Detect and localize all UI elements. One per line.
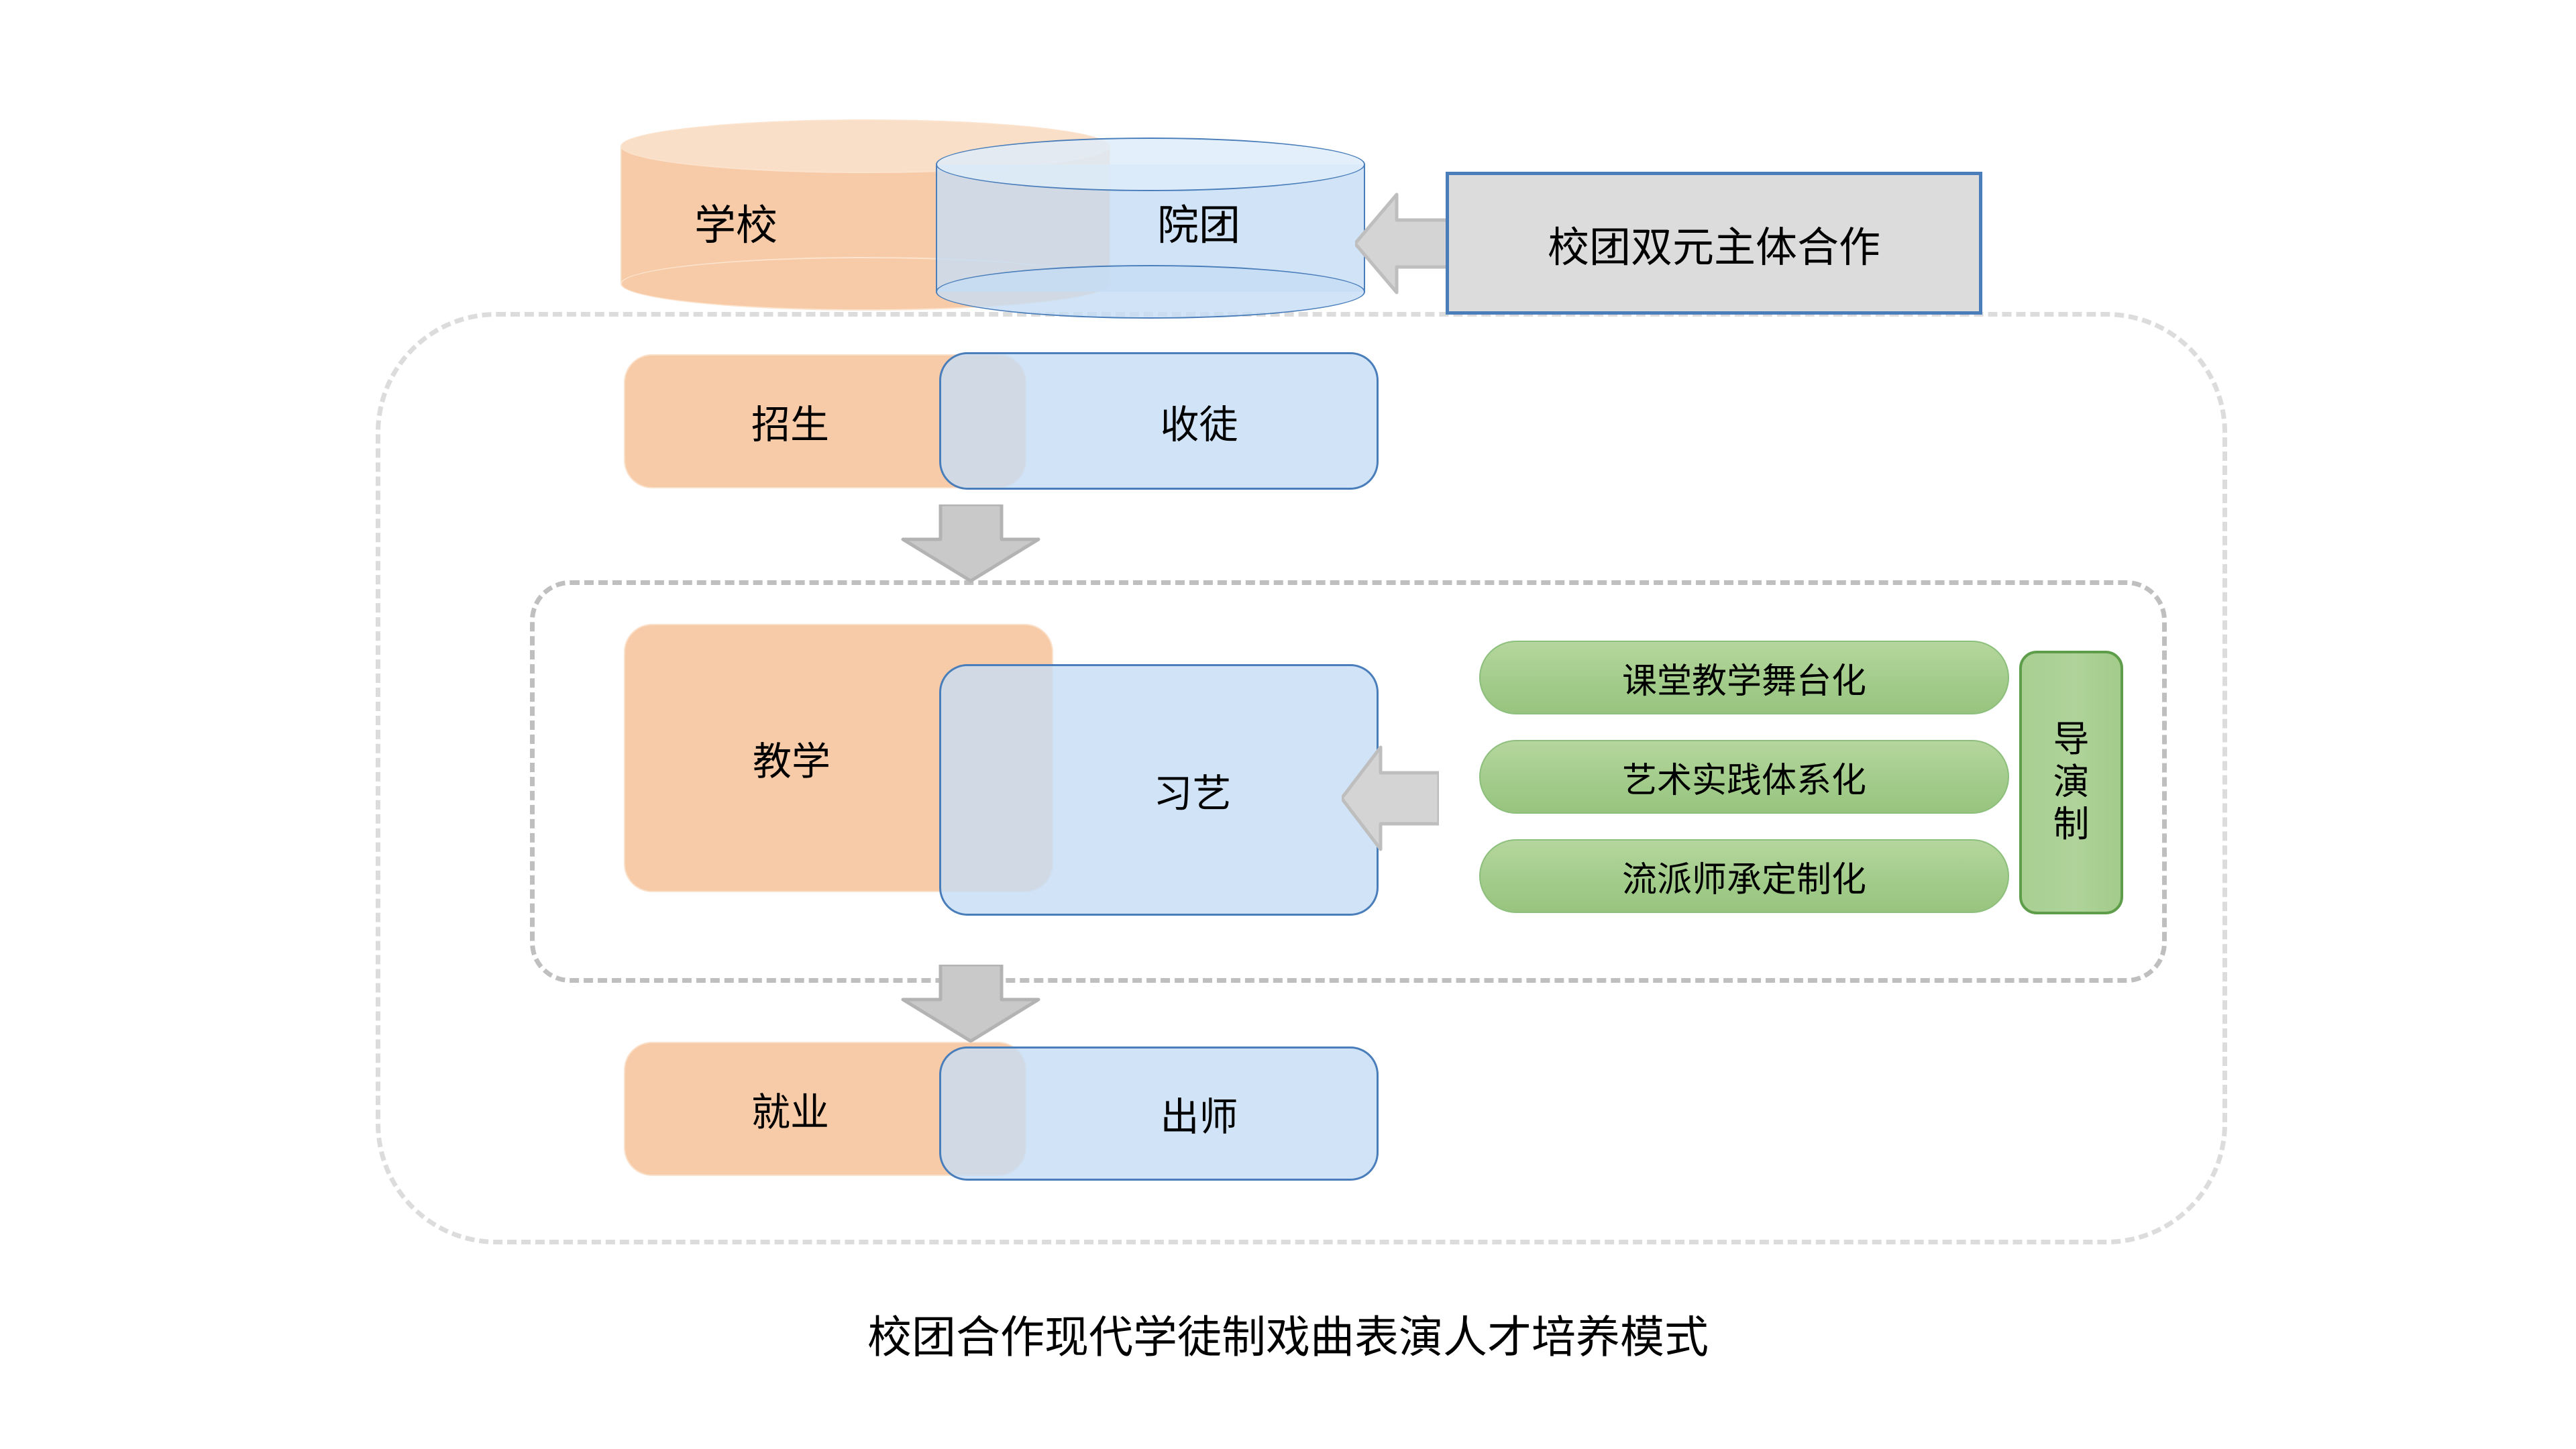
director-system-char-2: 演	[2053, 761, 2090, 802]
stage-teach-troupe-box[interactable]: 习艺	[939, 664, 1379, 916]
feature-pill-3-label: 流派师承定制化	[1621, 860, 1866, 900]
stage-recruit-troupe-box[interactable]: 收徒	[939, 352, 1379, 490]
director-system-char-3: 制	[2053, 804, 2090, 845]
outer-dashed-container	[376, 312, 2227, 1244]
feature-pill-1-label: 课堂教学舞台化	[1621, 661, 1866, 701]
callout-label: 校团双元主体合作	[1547, 224, 1880, 271]
feature-pill-2[interactable]: 艺术实践体系化	[1479, 740, 2009, 814]
feature-arrow-left-icon	[1340, 731, 1441, 865]
director-system-char-1: 导	[2053, 718, 2090, 759]
feature-pill-2-label: 艺术实践体系化	[1621, 761, 1866, 800]
troupe-cylinder-foot	[936, 265, 1365, 319]
stage-teach-school-label: 教学	[752, 740, 830, 784]
troupe-cylinder-cap	[936, 138, 1365, 191]
director-system-bar[interactable]: 导 演 制	[2019, 651, 2123, 914]
diagram-caption: 校团合作现代学徒制戏曲表演人才培养模式	[867, 1312, 1709, 1362]
flow-arrow-down-icon-2	[899, 963, 1043, 1044]
feature-pill-3[interactable]: 流派师承定制化	[1479, 839, 2009, 913]
school-cylinder-label: 学校	[694, 203, 778, 249]
inner-dashed-container	[530, 580, 2167, 983]
troupe-cylinder-label: 院团	[1157, 203, 1241, 249]
stage-employ-troupe-box[interactable]: 出师	[939, 1046, 1379, 1181]
troupe-cylinder[interactable]	[936, 138, 1365, 319]
stage-recruit-troupe-label: 收徒	[1160, 402, 1238, 447]
callout-box[interactable]: 校团双元主体合作	[1446, 172, 1982, 315]
flow-arrow-down-icon-1	[899, 502, 1043, 584]
stage-teach-troupe-label: 习艺	[1153, 771, 1232, 816]
stage-recruit-school-label: 招生	[751, 403, 829, 447]
feature-pill-1[interactable]: 课堂教学舞台化	[1479, 641, 2009, 714]
stage-employ-troupe-label: 出师	[1160, 1095, 1238, 1139]
stage-employ-school-label: 就业	[751, 1091, 829, 1134]
